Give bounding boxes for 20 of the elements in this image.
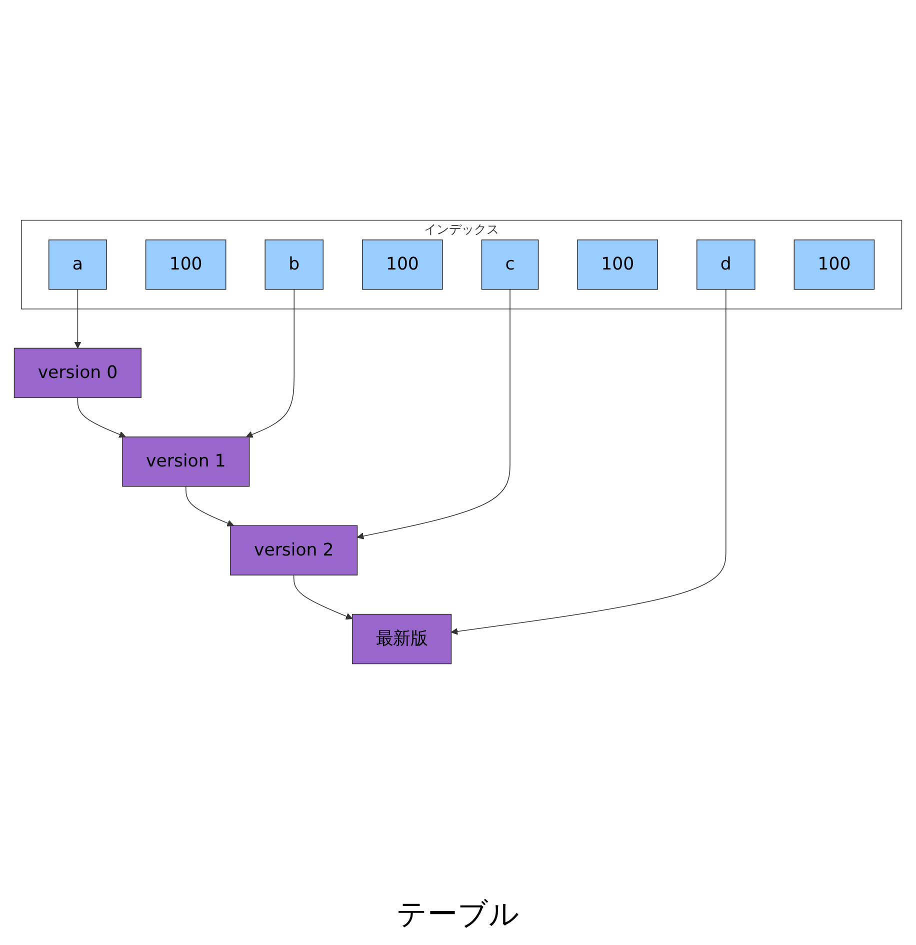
arrow bbox=[293, 574, 353, 620]
node-box: a bbox=[48, 239, 107, 290]
node-box: 100 bbox=[362, 239, 443, 290]
node-box: version 2 bbox=[230, 525, 358, 576]
node-box: 100 bbox=[145, 239, 226, 290]
node-box: d bbox=[696, 239, 756, 290]
node-box: b bbox=[264, 239, 324, 290]
node-box: version 0 bbox=[14, 348, 142, 398]
arrow bbox=[450, 288, 726, 635]
node-box: 100 bbox=[794, 239, 875, 290]
arrow bbox=[77, 397, 126, 438]
arrow bbox=[356, 288, 510, 540]
arrow bbox=[186, 486, 234, 526]
column-label: テーブル bbox=[396, 896, 520, 934]
node-box: 100 bbox=[577, 239, 658, 290]
node-box: c bbox=[481, 239, 539, 290]
arrow bbox=[74, 288, 82, 348]
node-box: 最新版 bbox=[352, 614, 452, 664]
arrow bbox=[246, 288, 295, 438]
node-box: version 1 bbox=[122, 436, 250, 487]
